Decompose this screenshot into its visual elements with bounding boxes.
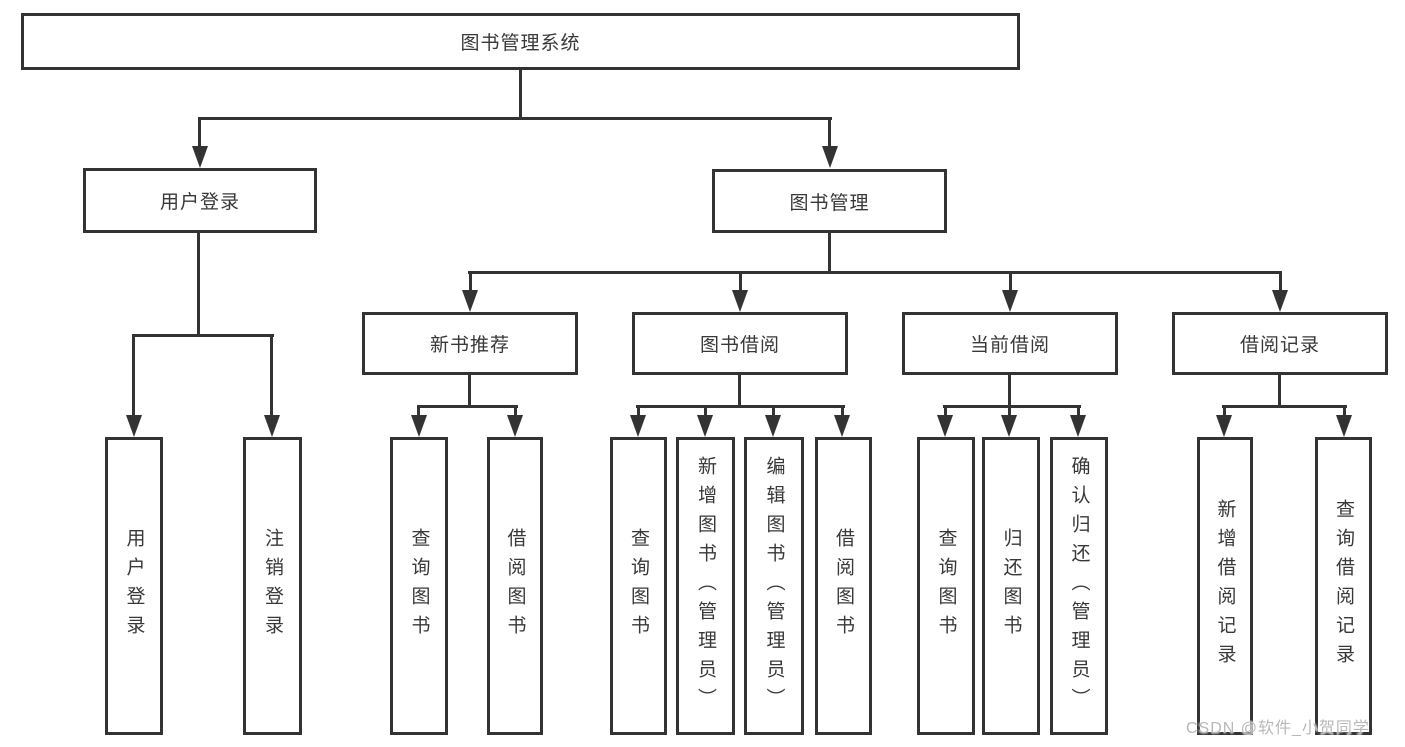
leaf-borrow-books: 借阅图书	[815, 437, 872, 735]
connector-line	[1279, 271, 1282, 292]
csdn-watermark: CSDN @软件_小贺同学	[1186, 720, 1370, 737]
connector-line	[519, 68, 522, 119]
leaf-return-books: 归还图书	[982, 437, 1040, 735]
node-current-borrow-label: 当前借阅	[969, 335, 1050, 356]
node-book-management-label: 图书管理	[789, 192, 870, 214]
leaf-query-books-recommend: 查询图书	[390, 437, 448, 735]
leaf-user-login: 用户登录	[105, 437, 163, 735]
connector-line	[514, 405, 517, 419]
connector-line	[132, 334, 274, 337]
connector-line	[1278, 374, 1281, 408]
connector-line	[828, 232, 831, 274]
leaf-query-books-borrow-label: 查询图书	[628, 528, 649, 644]
arrow-down-icon	[264, 415, 280, 437]
leaf-query-books-borrow: 查询图书	[610, 437, 667, 735]
node-borrow-records: 借阅记录	[1172, 312, 1388, 375]
arrow-down-icon	[1272, 290, 1288, 312]
node-user-login: 用户登录	[83, 168, 317, 233]
connector-line	[828, 117, 831, 148]
arrow-down-icon	[834, 415, 850, 437]
connector-line	[772, 405, 775, 419]
arrow-down-icon	[822, 146, 838, 168]
arrow-down-icon	[126, 415, 142, 437]
leaf-borrow-books-recommend: 借阅图书	[487, 437, 543, 735]
connector-line	[1223, 405, 1226, 419]
connector-line	[1077, 405, 1080, 419]
node-user-login-label: 用户登录	[159, 192, 240, 213]
connector-line	[198, 117, 201, 148]
connector-line	[468, 271, 1282, 274]
node-new-book-recommend-label: 新书推荐	[429, 335, 510, 356]
connector-line	[636, 405, 845, 408]
node-current-borrow: 当前借阅	[902, 312, 1118, 375]
arrow-down-icon	[507, 415, 523, 437]
connector-line	[199, 117, 832, 120]
node-root: 图书管理系统	[21, 13, 1020, 70]
connector-line	[1343, 405, 1346, 419]
arrow-down-icon	[1216, 415, 1232, 437]
connector-line	[1222, 405, 1347, 408]
connector-line	[417, 405, 518, 408]
leaf-query-books-current-label: 查询图书	[935, 528, 957, 644]
arrow-down-icon	[1001, 415, 1017, 437]
arrow-down-icon	[765, 415, 781, 437]
connector-line	[739, 271, 742, 292]
leaf-confirm-return-admin: 确认归还（管理员）	[1050, 437, 1108, 735]
leaf-logout-label: 注销登录	[262, 528, 283, 644]
arrow-down-icon	[1336, 415, 1352, 437]
leaf-add-borrow-record-label: 新增借阅记录	[1214, 499, 1236, 673]
connector-line	[1008, 405, 1011, 419]
leaf-query-books-current: 查询图书	[917, 437, 975, 735]
connector-line	[417, 405, 420, 419]
arrow-down-icon	[732, 290, 748, 312]
connector-line	[469, 271, 472, 292]
node-root-label: 图书管理系统	[460, 33, 581, 54]
connector-line	[1008, 374, 1011, 408]
connector-line	[468, 374, 471, 408]
leaf-add-books-admin: 新增图书（管理员）	[676, 437, 735, 735]
connector-line	[944, 405, 947, 419]
arrow-down-icon	[462, 290, 478, 312]
arrow-down-icon	[630, 415, 646, 437]
leaf-return-books-label: 归还图书	[1000, 528, 1022, 644]
arrow-down-icon	[192, 146, 208, 168]
connector-line	[637, 405, 640, 419]
node-book-management: 图书管理	[712, 169, 947, 233]
arrow-down-icon	[937, 415, 953, 437]
leaf-borrow-books-recommend-label: 借阅图书	[504, 528, 526, 644]
node-book-borrow-label: 图书借阅	[699, 335, 780, 356]
connector-line	[841, 405, 844, 419]
connector-line	[132, 334, 135, 417]
leaf-add-borrow-record: 新增借阅记录	[1197, 437, 1253, 735]
node-borrow-records-label: 借阅记录	[1239, 335, 1320, 356]
leaf-query-borrow-record-label: 查询借阅记录	[1333, 499, 1354, 673]
connector-line	[270, 334, 273, 417]
leaf-edit-books-admin: 编辑图书（管理员）	[744, 437, 804, 735]
connector-line	[943, 405, 1081, 408]
leaf-query-borrow-record: 查询借阅记录	[1315, 437, 1372, 735]
connector-line	[738, 374, 741, 408]
connector-line	[704, 405, 707, 419]
arrow-down-icon	[1002, 290, 1018, 312]
leaf-add-books-admin-label: 新增图书（管理员）	[695, 455, 716, 717]
leaf-confirm-return-admin-label: 确认归还（管理员）	[1068, 455, 1090, 717]
leaf-user-login-label: 用户登录	[123, 528, 145, 644]
arrow-down-icon	[1070, 415, 1086, 437]
arrow-down-icon	[411, 415, 427, 437]
leaf-edit-books-admin-label: 编辑图书（管理员）	[763, 455, 785, 717]
connector-line	[1009, 271, 1012, 292]
arrow-down-icon	[697, 415, 713, 437]
leaf-logout: 注销登录	[243, 437, 302, 735]
leaf-query-books-recommend-label: 查询图书	[408, 528, 430, 644]
connector-line	[197, 231, 200, 337]
leaf-borrow-books-label: 借阅图书	[833, 528, 854, 644]
node-book-borrow: 图书借阅	[632, 312, 848, 375]
node-new-book-recommend: 新书推荐	[362, 312, 578, 375]
